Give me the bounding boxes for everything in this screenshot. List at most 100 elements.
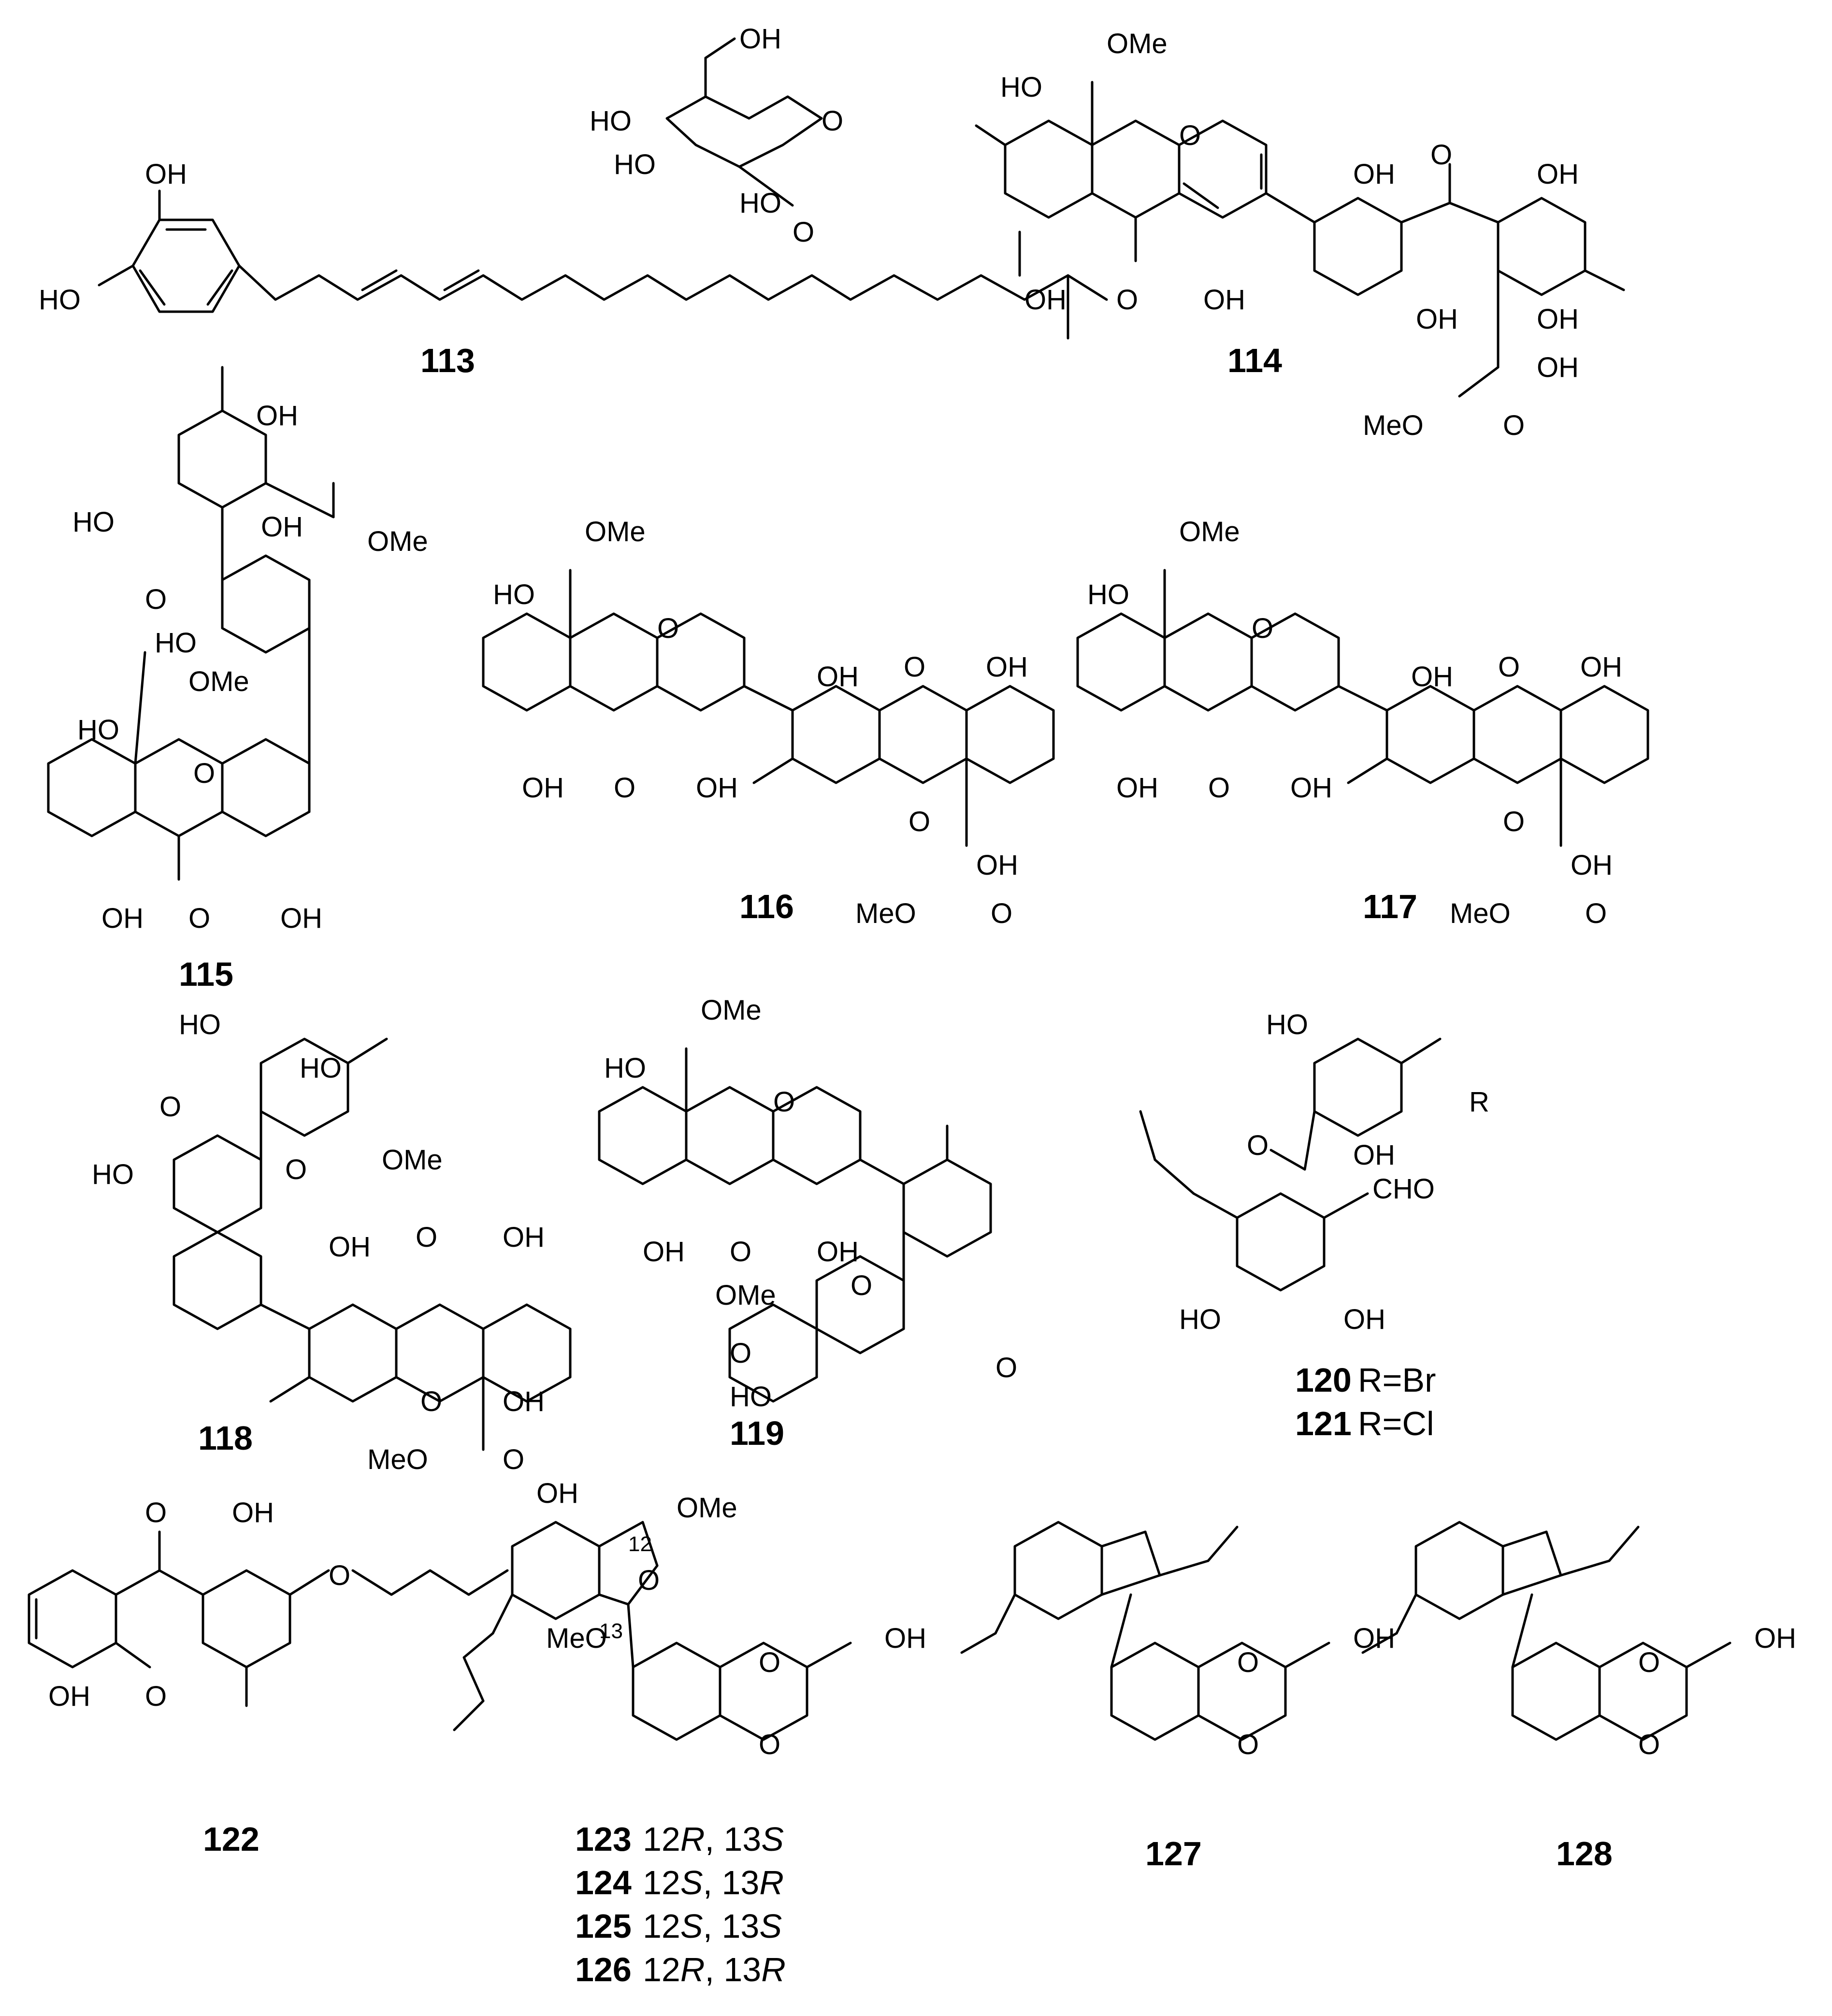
atom-label: OMe bbox=[367, 526, 428, 557]
atom-label: O bbox=[793, 216, 814, 248]
atom-label: OMe bbox=[701, 994, 762, 1026]
atom-label: OH bbox=[817, 661, 859, 692]
compound-number: 127 bbox=[1145, 1835, 1202, 1872]
atom-label: O bbox=[1498, 651, 1520, 683]
atom-label: O bbox=[995, 1352, 1017, 1383]
atom-label: OH bbox=[884, 1623, 926, 1654]
atom-label: OH bbox=[976, 850, 1018, 881]
atom-label: O bbox=[991, 898, 1012, 929]
atom-label: MeO bbox=[367, 1444, 428, 1475]
atom-label: OH bbox=[232, 1497, 274, 1528]
atom-label: OH bbox=[101, 903, 144, 934]
atom-label: OH bbox=[536, 1478, 578, 1509]
compound-number: 120 bbox=[1295, 1361, 1352, 1399]
atom-label: O bbox=[1503, 806, 1525, 837]
stereo-caption: 12S, 13S bbox=[643, 1907, 782, 1945]
atom-label: OH bbox=[1416, 303, 1458, 335]
atom-label: O bbox=[285, 1154, 307, 1185]
compound-number: 125 bbox=[575, 1907, 632, 1945]
compound-number: 124 bbox=[575, 1864, 632, 1901]
atom-label: HO bbox=[179, 1009, 221, 1040]
compound-120-121: HO R O OH CHO HO OH 120 R=Br 121 R=Cl bbox=[1139, 1009, 1489, 1442]
atom-label: O bbox=[638, 1565, 660, 1596]
stereo-caption: 12R, 13S bbox=[643, 1820, 784, 1858]
atom-label: OMe bbox=[715, 1280, 776, 1311]
compound-number: 126 bbox=[575, 1951, 632, 1988]
compound-number: 128 bbox=[1556, 1835, 1613, 1872]
atom-label: O bbox=[614, 772, 635, 804]
atom-label: OH bbox=[48, 1681, 90, 1712]
atom-label: OH bbox=[1754, 1623, 1796, 1654]
atom-label: O bbox=[1430, 139, 1452, 171]
atom-label: OMe bbox=[677, 1492, 737, 1524]
atom-label: O bbox=[904, 651, 925, 683]
locant-label: 13 bbox=[599, 1619, 623, 1643]
atom-label: OH bbox=[1411, 661, 1453, 692]
atom-label: OH bbox=[503, 1386, 545, 1417]
atom-label: HO bbox=[155, 627, 197, 659]
compound-number: 119 bbox=[730, 1414, 784, 1452]
atom-label: OH bbox=[817, 1236, 859, 1267]
stereo-caption: 12R, 13R bbox=[643, 1951, 786, 1988]
atom-label: HO bbox=[72, 506, 115, 538]
atom-label: OMe bbox=[1179, 516, 1240, 547]
atom-label: OH bbox=[1537, 158, 1579, 190]
compound-119: OMe HO O OH O OH OMe O O HO O 119 bbox=[598, 994, 1017, 1452]
atom-label: O bbox=[1585, 898, 1607, 929]
compound-number: 113 bbox=[420, 342, 475, 379]
compound-117: OMe HO O OH O OH OH O OH O OH MeO O 117 bbox=[1076, 516, 1649, 929]
atom-label: MeO bbox=[1450, 898, 1511, 929]
atom-label: O bbox=[159, 1091, 181, 1123]
atom-label: O bbox=[1247, 1130, 1269, 1161]
atom-label: OH bbox=[503, 1222, 545, 1253]
atom-label: HO bbox=[1266, 1009, 1308, 1040]
atom-label: MeO bbox=[1363, 410, 1424, 441]
atom-label: O bbox=[188, 903, 210, 934]
atom-label: O bbox=[420, 1386, 442, 1417]
atom-label: O bbox=[1179, 120, 1201, 151]
atom-label: HO bbox=[1087, 579, 1129, 610]
compound-123-126: OH OMe 12 O MeO 13 OH O O 123 12R, 13S 1… bbox=[453, 1478, 926, 1988]
compound-128: OH O O 128 bbox=[1361, 1521, 1796, 1872]
compound-122: O OH O OH O 122 bbox=[28, 1497, 509, 1858]
atom-label: OH bbox=[1343, 1304, 1385, 1335]
atom-label: OH bbox=[261, 511, 303, 543]
compound-118: HO HO O OMe HO O OH O OH O OH MeO O 118 bbox=[92, 1009, 572, 1475]
compound-number: 121 bbox=[1295, 1405, 1352, 1442]
atom-label: HO bbox=[1179, 1304, 1221, 1335]
atom-label: MeO bbox=[855, 898, 916, 929]
atom-label: OH bbox=[1571, 850, 1613, 881]
atom-label: OH bbox=[739, 23, 781, 55]
compound-116: OMe HO O OH O OH OH O OH O OH MeO O 116 bbox=[482, 516, 1055, 929]
atom-label: HO bbox=[730, 1381, 772, 1412]
atom-label: OH bbox=[1203, 284, 1245, 316]
atom-label: OH bbox=[643, 1236, 685, 1267]
atom-label: OH bbox=[256, 400, 298, 432]
atom-label: O bbox=[145, 584, 167, 615]
locant-label: 12 bbox=[628, 1532, 652, 1556]
atom-label: R bbox=[1469, 1086, 1489, 1118]
atom-label: OH bbox=[986, 651, 1028, 683]
compound-number: 116 bbox=[739, 888, 794, 925]
atom-label: O bbox=[773, 1086, 795, 1118]
atom-label: OH bbox=[329, 1231, 371, 1263]
atom-label: OH bbox=[1580, 651, 1622, 683]
atom-label: O bbox=[657, 613, 679, 644]
atom-label: O bbox=[730, 1338, 751, 1369]
atom-label: OH bbox=[1537, 303, 1579, 335]
atom-label: HO bbox=[739, 187, 781, 219]
compound-number: 118 bbox=[198, 1419, 253, 1457]
atom-label: O bbox=[730, 1236, 751, 1267]
atom-label: O bbox=[145, 1497, 167, 1528]
atom-label: OH bbox=[1116, 772, 1158, 804]
atom-label: OMe bbox=[188, 666, 249, 697]
atom-label: OH bbox=[1353, 158, 1395, 190]
atom-label: O bbox=[1638, 1729, 1660, 1760]
atom-label: O bbox=[1116, 284, 1138, 316]
atom-label: OH bbox=[1353, 1139, 1395, 1171]
atom-label: O bbox=[759, 1647, 780, 1678]
atom-label: HO bbox=[590, 105, 632, 137]
compound-number: 115 bbox=[179, 955, 233, 993]
atom-label: OH bbox=[145, 158, 187, 190]
